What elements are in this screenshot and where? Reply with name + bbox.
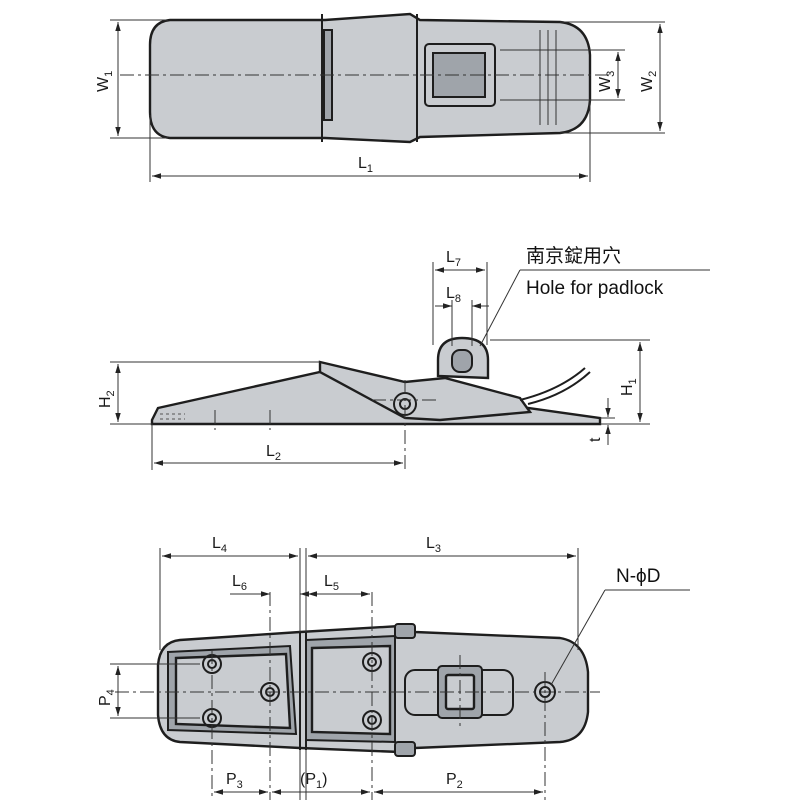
top-view: W1 W3 W2 L1 [95,12,665,182]
dim-l5: L5 [324,573,339,593]
spring-hook [519,367,586,401]
dim-h2: H2 [97,390,117,408]
top-view-body [148,12,592,144]
dim-h1: H1 [619,378,639,396]
dim-p1: (P1) [300,771,327,791]
bottom-view: L4 L3 L6 L5 N-ϕD P4 P3 (P1) P2 [97,535,690,800]
padlock-note-en: Hole for padlock [526,278,664,299]
dim-l3: L3 [426,535,441,555]
dim-l2: L2 [266,443,281,463]
side-lever [318,360,533,422]
dim-hole-spec: N-ϕD [616,566,660,587]
dim-p3: P3 [226,771,243,791]
dim-l1: L1 [358,155,373,175]
dim-l7: L7 [446,249,461,269]
dim-l4: L4 [212,535,227,555]
hinge-knuckle-top [394,623,416,639]
dim-w2: W2 [639,71,659,92]
dim-t: t [587,437,604,442]
dim-l8: L8 [446,285,461,305]
dim-p4: P4 [97,689,117,706]
dim-w3: W3 [597,71,617,92]
padlock-note-jp: 南京錠用穴 [526,245,621,267]
dim-p2: P2 [446,771,463,791]
side-view: L7 L8 南京錠用穴 Hole for padlock H1 t H2 L2 [97,245,710,470]
dim-l6: L6 [232,573,247,593]
dim-w1: W1 [95,71,115,92]
padlock-window-inner [432,52,486,98]
padlock-eye-hole [451,349,473,373]
hinge-knuckle-bottom [394,741,416,757]
